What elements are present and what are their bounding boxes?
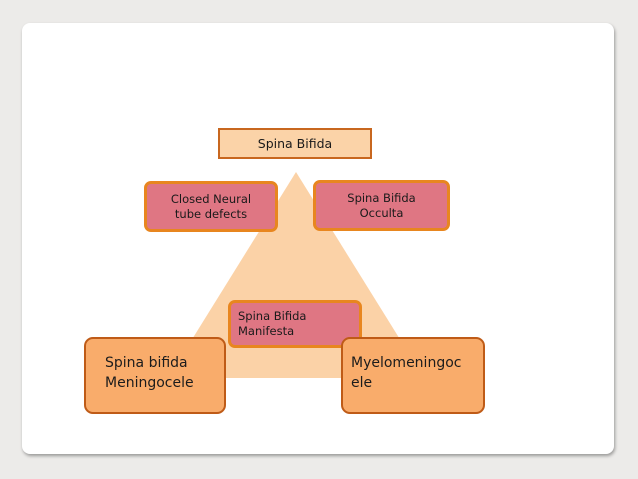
spina-bifida-manifesta-line2: Manifesta (238, 324, 295, 338)
closed-neural-tube-defects-line2: tube defects (174, 206, 248, 221)
spina-bifida-manifesta-box: Spina Bifida Manifesta (228, 300, 362, 348)
spina-bifida-meningocele-line1: Spina bifida (105, 355, 188, 371)
myelomeningocele-line1: Myelomeningoc (351, 355, 462, 371)
closed-neural-tube-defects-box: Closed Neural tube defects (144, 181, 278, 232)
spina-bifida-meningocele-box: Spina bifida Meningocele (84, 337, 226, 414)
spina-bifida-meningocele-line2: Meningocele (105, 375, 194, 391)
myelomeningocele-box: Myelomeningoc ele (341, 337, 485, 414)
spina-bifida-title-label: Spina Bifida (257, 136, 333, 151)
spina-bifida-occulta-line1: Spina Bifida (347, 190, 416, 205)
spina-bifida-title-box: Spina Bifida (218, 128, 372, 159)
spina-bifida-occulta-line2: Occulta (359, 205, 404, 220)
spina-bifida-manifesta-line1: Spina Bifida (238, 309, 307, 323)
closed-neural-tube-defects-line1: Closed Neural (170, 191, 252, 206)
myelomeningocele-line2: ele (351, 375, 373, 391)
spina-bifida-occulta-box: Spina Bifida Occulta (313, 180, 450, 231)
